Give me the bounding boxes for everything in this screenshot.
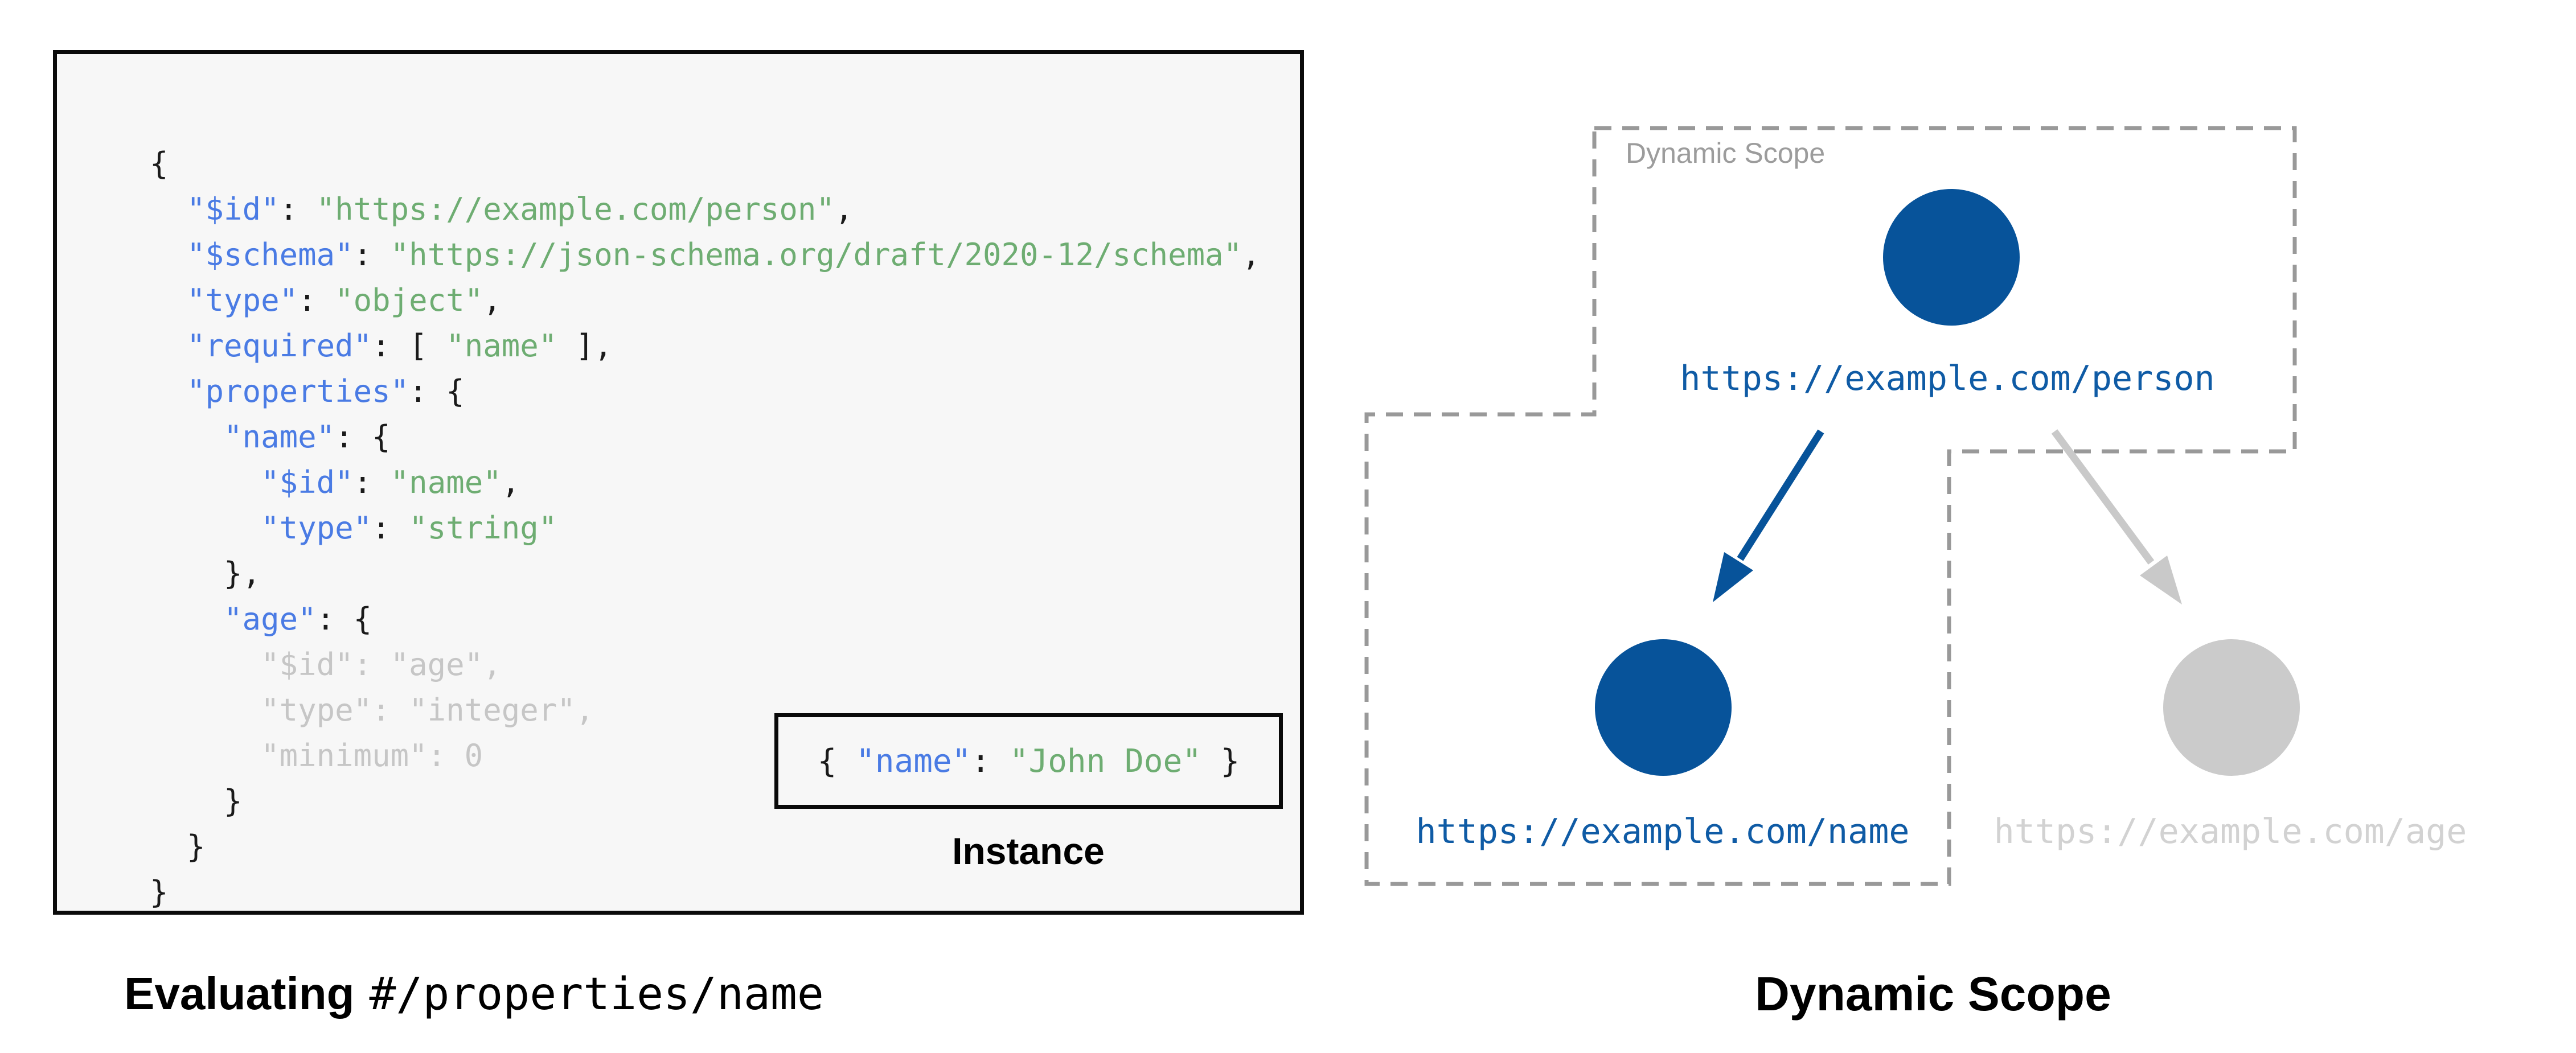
code-token: "https://json-schema.org/draft/2020-12/s… [390, 237, 1242, 273]
code-token: { [150, 146, 169, 182]
code-token: : { [316, 601, 372, 637]
person-node-url: https://example.com/person [1680, 359, 2215, 398]
code-line: "type": "object", [150, 278, 1261, 323]
arrowhead-blue [1713, 552, 1753, 602]
code-token: ], [557, 328, 613, 364]
code-token: "type" [261, 510, 372, 546]
code-line: } [150, 779, 1261, 824]
code-token: , [501, 464, 520, 500]
code-token: "$id": "age", [150, 647, 502, 682]
code-token: : [353, 464, 391, 500]
code-line: }, [150, 551, 1261, 597]
code-token: } [150, 874, 169, 910]
left-caption-evaluating: Evaluating [124, 968, 355, 1019]
code-line: } [150, 870, 1261, 915]
person-node-circle [1883, 189, 2020, 326]
code-line: "$id": "name", [150, 460, 1261, 505]
code-token: "required" [187, 328, 372, 364]
arrow-person-to-age [2051, 429, 2182, 604]
age-node-circle [2163, 639, 2300, 776]
code-line: "$schema": "https://json-schema.org/draf… [150, 232, 1261, 278]
code-token: "John Doe" [1009, 742, 1201, 780]
dynamic-scope-region-label: Dynamic Scope [1626, 137, 1826, 169]
name-node-url: https://example.com/name [1416, 812, 1910, 852]
code-token: "object" [335, 282, 483, 318]
code-token: "https://example.com/person" [316, 191, 835, 227]
code-line: "properties": { [150, 369, 1261, 414]
code-line: } [150, 824, 1261, 870]
code-line: "type": "integer", [150, 688, 1261, 733]
code-line: "type": "string" [150, 505, 1261, 551]
code-line: "minimum": 0 [150, 733, 1261, 779]
code-token: : [353, 237, 391, 273]
code-token: : [298, 282, 335, 318]
code-block: { "$id": "https://example.com/person", "… [150, 141, 1261, 915]
age-node-url: https://example.com/age [1993, 812, 2467, 852]
code-token: , [1242, 237, 1261, 273]
code-token: } [1201, 742, 1240, 780]
code-token: "type": "integer", [150, 692, 594, 728]
code-token: "$id" [261, 464, 354, 500]
code-token: "$schema" [187, 237, 354, 273]
code-token: "name" [224, 419, 335, 455]
code-token: { [817, 742, 856, 780]
code-token: "properties" [187, 373, 409, 409]
code-line: { [150, 141, 1261, 187]
code-token: , [483, 282, 502, 318]
schema-code-panel: { "$id": "https://example.com/person", "… [53, 50, 1304, 915]
code-token: "$id" [187, 191, 280, 227]
name-node-circle [1595, 639, 1732, 776]
code-token: , [834, 191, 854, 227]
code-token: } [150, 829, 206, 865]
code-token: "age" [224, 601, 317, 637]
right-caption: Dynamic Scope [1755, 967, 2111, 1021]
arrowhead-gray [2140, 556, 2182, 604]
arrow-person-to-name [1713, 429, 1824, 602]
left-caption-pointer: #/properties/name [369, 969, 824, 1020]
code-token: "name" [446, 328, 557, 364]
code-token: "name" [390, 464, 502, 500]
code-token: } [150, 783, 243, 819]
code-line: "name": { [150, 414, 1261, 460]
code-token: "type" [187, 282, 298, 318]
code-token: "minimum": 0 [150, 738, 483, 774]
code-token: "name" [856, 742, 971, 780]
instance-label: Instance [952, 830, 1105, 872]
code-token: : [971, 742, 1010, 780]
code-token: }, [150, 556, 261, 591]
code-line: "$id": "age", [150, 642, 1261, 688]
code-token: : [ [372, 328, 446, 364]
left-caption: Evaluating #/properties/name [124, 968, 824, 1020]
code-token: : { [409, 373, 465, 409]
code-line: "age": { [150, 597, 1261, 642]
code-token: : [372, 510, 409, 546]
dynamic-scope-dashed-outline [1364, 126, 2297, 886]
instance-box: { "name": "John Doe" } [774, 713, 1283, 809]
code-line: "required": [ "name" ], [150, 323, 1261, 369]
code-token: "string" [409, 510, 557, 546]
code-token: : [279, 191, 317, 227]
code-token: : { [335, 419, 391, 455]
code-line: "$id": "https://example.com/person", [150, 187, 1261, 232]
